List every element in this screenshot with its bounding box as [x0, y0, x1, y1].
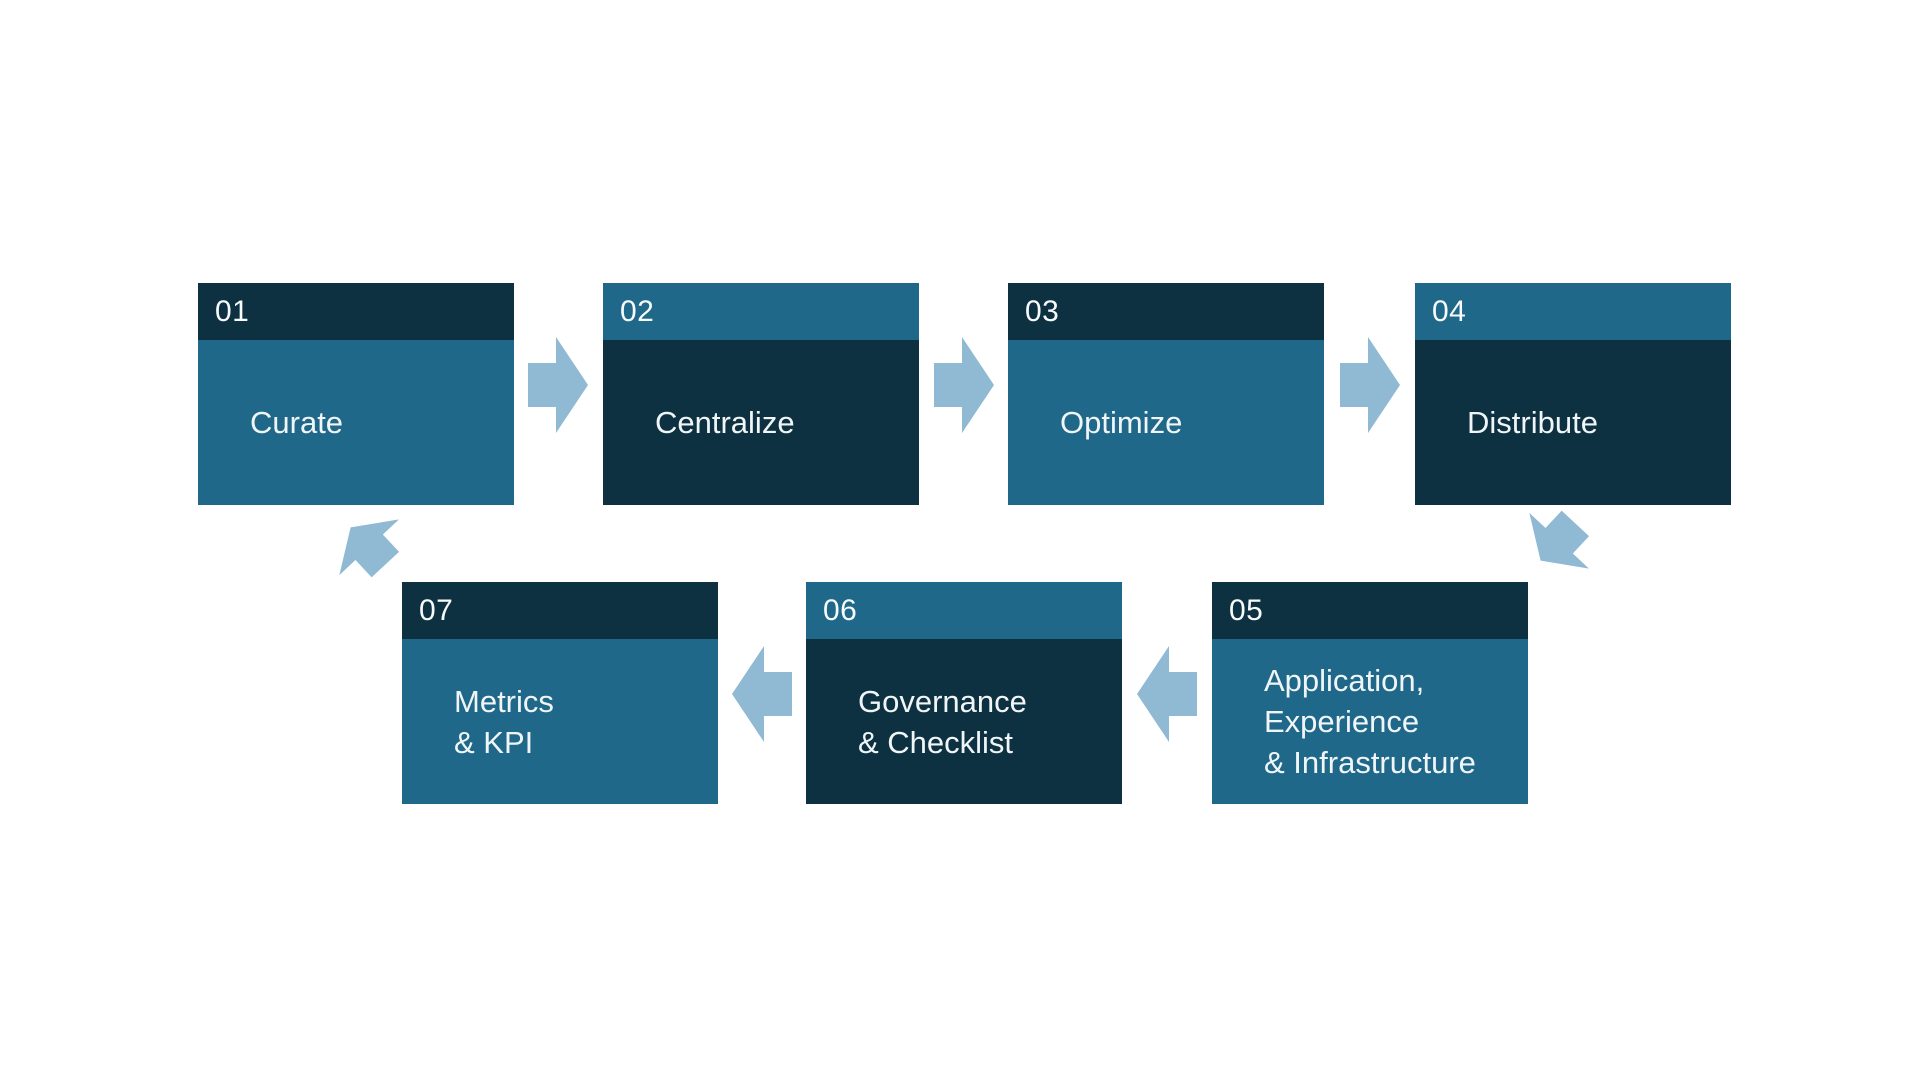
step-number: 03 — [1008, 283, 1324, 340]
arrow-right-icon — [528, 337, 588, 433]
step-number: 05 — [1212, 582, 1528, 639]
step-box-optimize: 03 Optimize — [1008, 283, 1324, 505]
arrow-up-left-icon — [339, 519, 400, 578]
step-number: 02 — [603, 283, 919, 340]
step-number: 07 — [402, 582, 718, 639]
arrow-left-icon — [732, 646, 792, 742]
arrow-right-icon — [1340, 337, 1400, 433]
step-number: 04 — [1415, 283, 1731, 340]
step-label: Curate — [198, 340, 514, 505]
arrow-down-left-icon — [1529, 510, 1590, 569]
step-box-application-experience-infrastructure: 05 Application, Experience & Infrastruct… — [1212, 582, 1528, 804]
step-number: 01 — [198, 283, 514, 340]
step-label: Optimize — [1008, 340, 1324, 505]
arrow-right-icon — [934, 337, 994, 433]
step-label: Metrics & KPI — [402, 639, 718, 804]
step-box-curate: 01 Curate — [198, 283, 514, 505]
step-label: Centralize — [603, 340, 919, 505]
step-box-distribute: 04 Distribute — [1415, 283, 1731, 505]
arrow-left-icon — [1137, 646, 1197, 742]
step-number: 06 — [806, 582, 1122, 639]
step-box-metrics-kpi: 07 Metrics & KPI — [402, 582, 718, 804]
step-label: Governance & Checklist — [806, 639, 1122, 804]
step-box-governance-checklist: 06 Governance & Checklist — [806, 582, 1122, 804]
step-box-centralize: 02 Centralize — [603, 283, 919, 505]
step-label: Distribute — [1415, 340, 1731, 505]
step-label: Application, Experience & Infrastructure — [1212, 639, 1528, 804]
